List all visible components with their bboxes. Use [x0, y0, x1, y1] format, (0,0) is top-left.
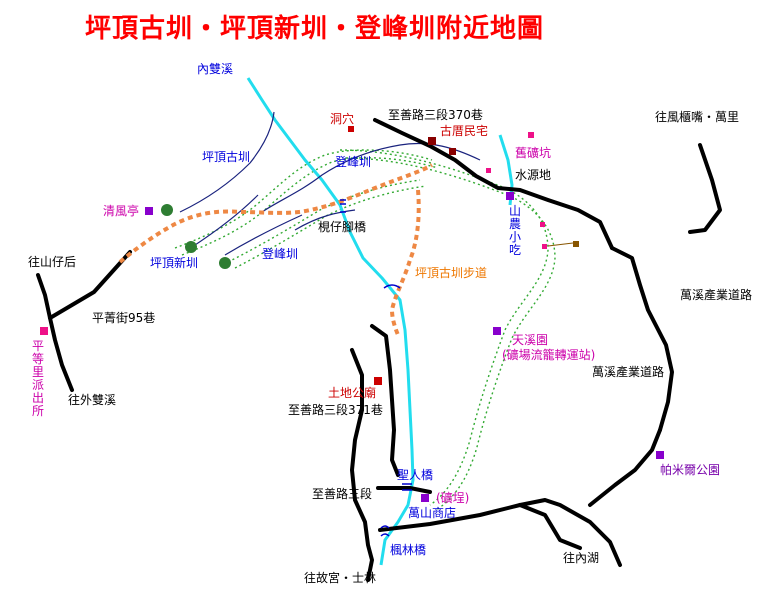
roads: [36, 118, 722, 582]
label-neishuangxi: 內雙溪: [197, 62, 234, 76]
pingding-old-canal: [179, 111, 275, 213]
road-shanzihou: [36, 273, 74, 392]
label-wanxi-road-2: 萬溪產業道路: [592, 365, 665, 379]
label-shannong: 山農小吃: [508, 204, 521, 257]
dengfeng-canal: [261, 142, 481, 213]
marker-wanshan: [421, 494, 429, 502]
label-wanggugong: 往故宮・士林: [304, 571, 377, 585]
bridge-fenglin-symbol: [380, 525, 390, 537]
road-lower-junction: [376, 486, 432, 494]
brown-connector: [547, 242, 574, 247]
marker-shuiyuan: [486, 168, 491, 173]
pingding-trail-south: [389, 189, 421, 336]
pingding-trail-main: [118, 163, 434, 264]
label-zhishan-3: 至善路三段: [312, 487, 373, 501]
marker-pamier: [656, 451, 664, 459]
label-wangshanzihou: 往山仔后: [28, 255, 77, 269]
pingding-new-canal: [191, 194, 259, 248]
bridges: [340, 199, 412, 537]
bridge-shengren-symbol: [402, 483, 412, 491]
label-pamier: 帕米爾公園: [660, 463, 721, 477]
label-shuiyuandi: 水源地: [515, 168, 552, 182]
trails: [118, 163, 434, 336]
label-wangwaishuangxi: 往外雙溪: [68, 393, 117, 407]
marker-paichusuo: [40, 327, 48, 335]
road-pamier: [588, 428, 662, 507]
label-dengfeng-bottom: 登峰圳: [262, 247, 299, 261]
label-qingfengting: 清風亭: [103, 204, 140, 218]
label-tudigong: 土地公廟: [328, 386, 377, 400]
marker-pink-2: [542, 244, 547, 249]
label-pingding-xinjun: 坪頂新圳: [150, 256, 199, 270]
map-title: 坪頂古圳・坪頂新圳・登峰圳附近地圖: [85, 14, 545, 44]
marker-tudigong: [374, 377, 382, 385]
label-wangfengguizui: 往風櫃嘴・萬里: [655, 110, 740, 124]
label-zaizijiao-bridge: 梘仔腳橋: [318, 220, 367, 234]
marker-cave: [348, 126, 354, 132]
label-zhishan-371: 至善路三段371巷: [288, 403, 383, 417]
tree-icon: [219, 257, 231, 269]
label-paichusuo: 平等里派出所: [31, 339, 44, 418]
canals: [179, 111, 481, 256]
road-fengguizui: [688, 143, 722, 234]
label-gucuo: 古厝民宅: [440, 124, 489, 138]
label-jiukuangkeng: 舊礦坑: [515, 146, 552, 160]
label-pingding-trail: 坪頂古圳步道: [415, 266, 488, 280]
marker-shannong: [506, 192, 514, 200]
road-pingjing: [48, 250, 132, 320]
branch-canal-2: [224, 214, 303, 256]
marker-tianxiyuan: [493, 327, 501, 335]
road-wanxi-east: [610, 246, 674, 432]
label-tianxiyuan: 天溪園: [512, 333, 549, 347]
road-south-east: [378, 498, 622, 567]
marker-jiukuang: [528, 132, 534, 138]
marker-qingfengting: [145, 207, 153, 215]
label-fenglin-bridge: 楓林橋: [390, 543, 427, 557]
vegetation-hatch: [174, 149, 556, 511]
bridge-upper-symbol: [383, 284, 401, 289]
bridge-zaizijiao-symbol: [340, 199, 346, 205]
road-zhishan-370: [373, 118, 614, 250]
label-dengfeng-top: 登峰圳: [335, 155, 372, 169]
label-wanxi-road-1: 萬溪產業道路: [680, 288, 753, 302]
road-zhishan-3: [350, 348, 374, 582]
label-pingding-gujun: 坪頂古圳: [202, 150, 251, 164]
label-zhishan-370: 至善路三段370巷: [388, 108, 483, 122]
marker-gucuo-2: [449, 148, 456, 155]
marker-brown: [573, 241, 579, 247]
marker-pink-1: [540, 222, 545, 227]
tree-markers: [161, 204, 231, 269]
label-dongxue: 洞穴: [330, 112, 355, 126]
label-wanshan-store: 萬山商店: [408, 506, 457, 520]
branch-canal-1: [294, 209, 356, 231]
label-shengren-bridge: 聖人橋: [397, 468, 434, 482]
tree-icon: [161, 204, 173, 216]
marker-gucuo: [428, 137, 436, 145]
neishuangxi-stream: [246, 77, 415, 566]
road-zhishan-371: [370, 324, 400, 477]
label-wangneihu: 往內湖: [563, 551, 600, 565]
point-markers: [40, 126, 664, 502]
streams: [246, 77, 514, 566]
tree-icon: [185, 241, 197, 253]
label-kuangcheng: (礦埕): [436, 491, 470, 505]
road-neihu: [518, 503, 582, 550]
label-pingjing-95: 平菁街95巷: [92, 311, 156, 325]
label-kuangchang: (礦場流籠轉運站): [502, 348, 596, 362]
